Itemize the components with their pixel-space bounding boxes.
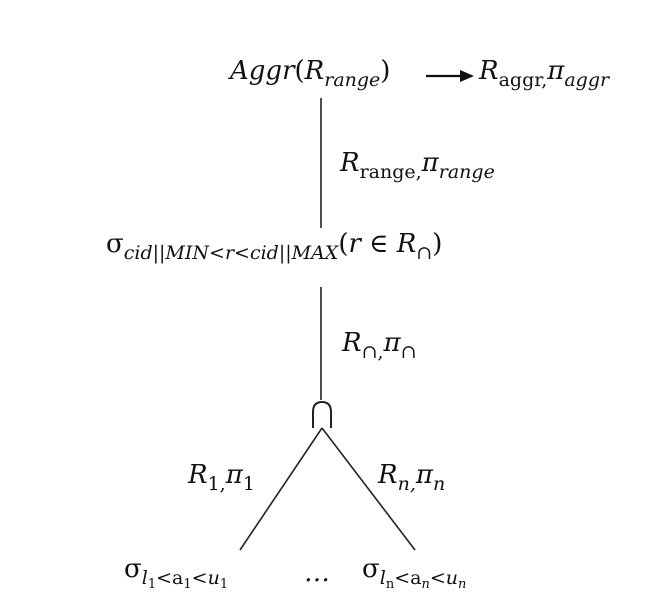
- edge-label-left: R1,π1: [188, 460, 255, 495]
- leaf-select-1: σl1<a1<u1: [124, 554, 229, 592]
- intersect-symbol: [312, 400, 332, 428]
- edge-label-intersect: R∩,π∩: [342, 328, 417, 363]
- edge-intersect-to-left: [239, 427, 323, 551]
- aggr-node: Aggr(Rrange): [230, 56, 391, 91]
- leaf-select-n: σln<an<un: [362, 554, 467, 592]
- edge-intersect-to-right: [321, 427, 416, 551]
- arrow-head: [460, 70, 474, 82]
- edge-label-range: Rrange,πrange: [340, 148, 495, 183]
- aggr-output-label: Raggr,πaggr: [479, 56, 610, 91]
- select-node: σcid||MIN<r<cid||MAX(r ∈ R∩): [106, 229, 443, 264]
- ellipsis: …: [304, 558, 330, 588]
- edge-label-right: Rn,πn: [378, 460, 446, 495]
